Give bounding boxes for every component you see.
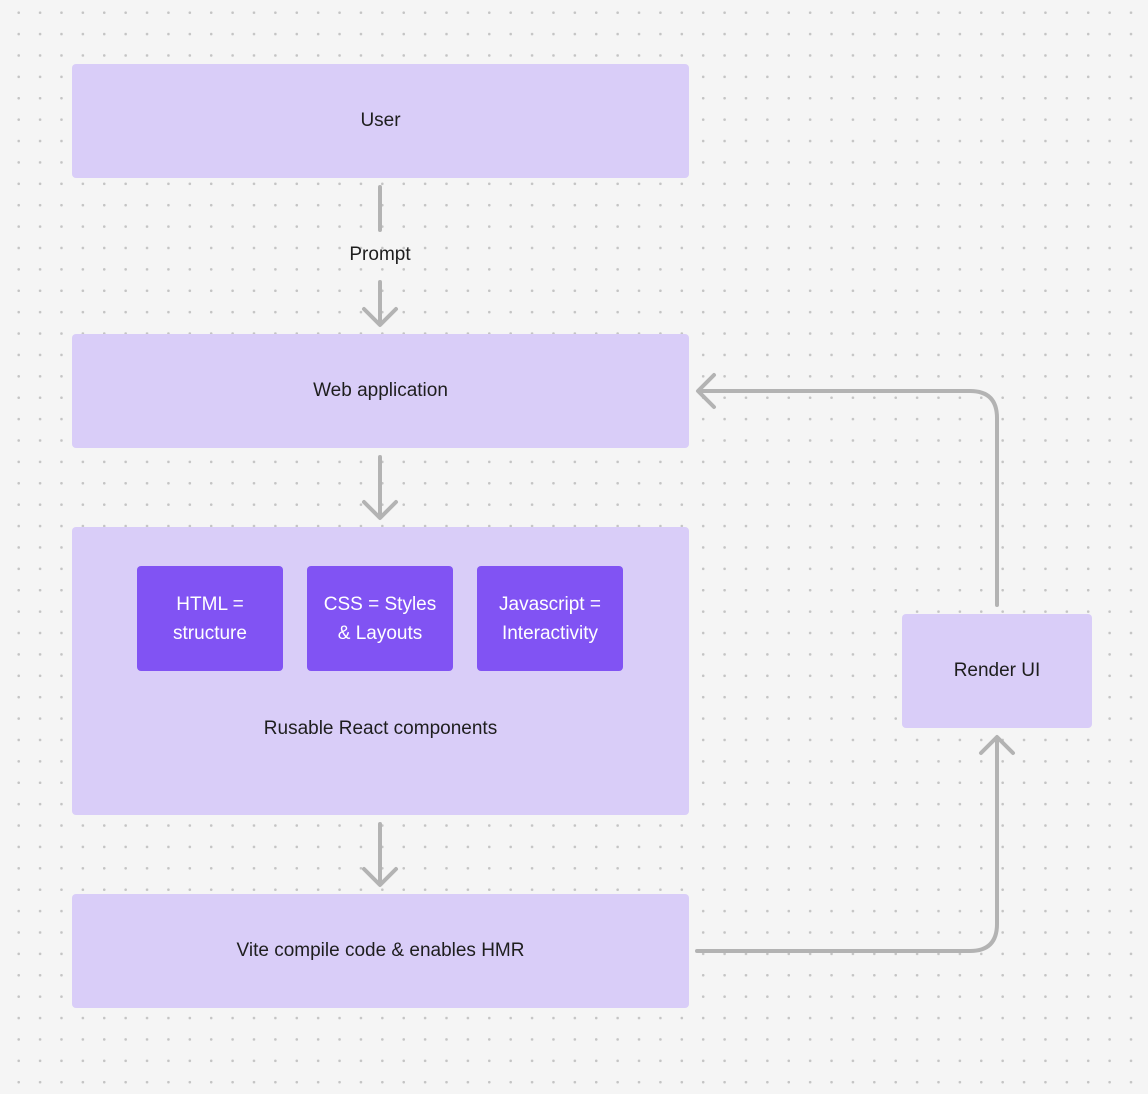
connector-render-web bbox=[697, 389, 999, 607]
arrowhead-render bbox=[979, 735, 1015, 755]
arrowhead-web-return bbox=[696, 373, 716, 409]
vite-node-label: Vite compile code & enables HMR bbox=[236, 940, 525, 961]
render-ui-label: Render UI bbox=[953, 660, 1041, 681]
react-components-node: HTML = structure CSS = Styles & Layouts … bbox=[72, 527, 689, 815]
css-styles-chip: CSS = Styles & Layouts bbox=[307, 566, 453, 671]
user-node: User bbox=[72, 64, 689, 178]
javascript-interactivity-chip: Javascript = Interactivity bbox=[477, 566, 623, 671]
arrowhead-react bbox=[362, 500, 398, 520]
arrowhead-web bbox=[362, 307, 398, 327]
react-components-label: Rusable React components bbox=[263, 718, 498, 739]
web-application-label: Web application bbox=[313, 380, 448, 401]
connector-vite-render bbox=[695, 736, 999, 953]
web-application-node: Web application bbox=[72, 334, 689, 448]
user-node-label: User bbox=[360, 110, 401, 131]
prompt-edge-label: Prompt bbox=[349, 244, 411, 265]
arrowhead-vite bbox=[362, 867, 398, 887]
vite-node: Vite compile code & enables HMR bbox=[72, 894, 689, 1008]
html-structure-chip: HTML = structure bbox=[137, 566, 283, 671]
render-ui-node: Render UI bbox=[902, 614, 1092, 728]
